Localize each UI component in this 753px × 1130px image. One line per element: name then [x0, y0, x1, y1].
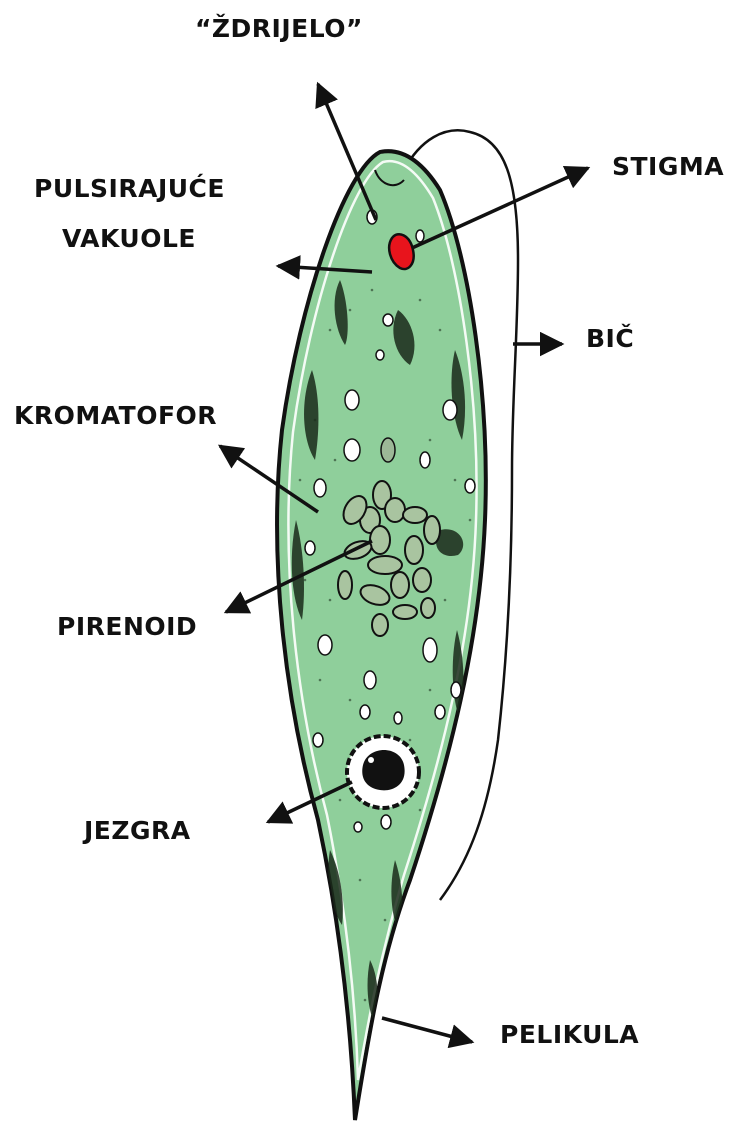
arrow-pelikula [382, 1018, 472, 1042]
label-pelikula: PELIKULA [500, 1018, 639, 1051]
nucleus [347, 736, 419, 808]
label-jezgra: JEZGRA [84, 814, 191, 847]
label-pulsirajuce-line2: VAKUOLE [62, 222, 196, 255]
label-kromatofor: KROMATOFOR [14, 399, 217, 432]
label-zdrijelo: “ŽDRIJELO” [195, 12, 363, 45]
label-pirenoid: PIRENOID [57, 610, 197, 643]
label-bic: BIČ [586, 322, 634, 355]
label-pulsirajuce-line1: PULSIRAJUĆE [34, 172, 225, 205]
label-stigma: STIGMA [612, 150, 724, 183]
